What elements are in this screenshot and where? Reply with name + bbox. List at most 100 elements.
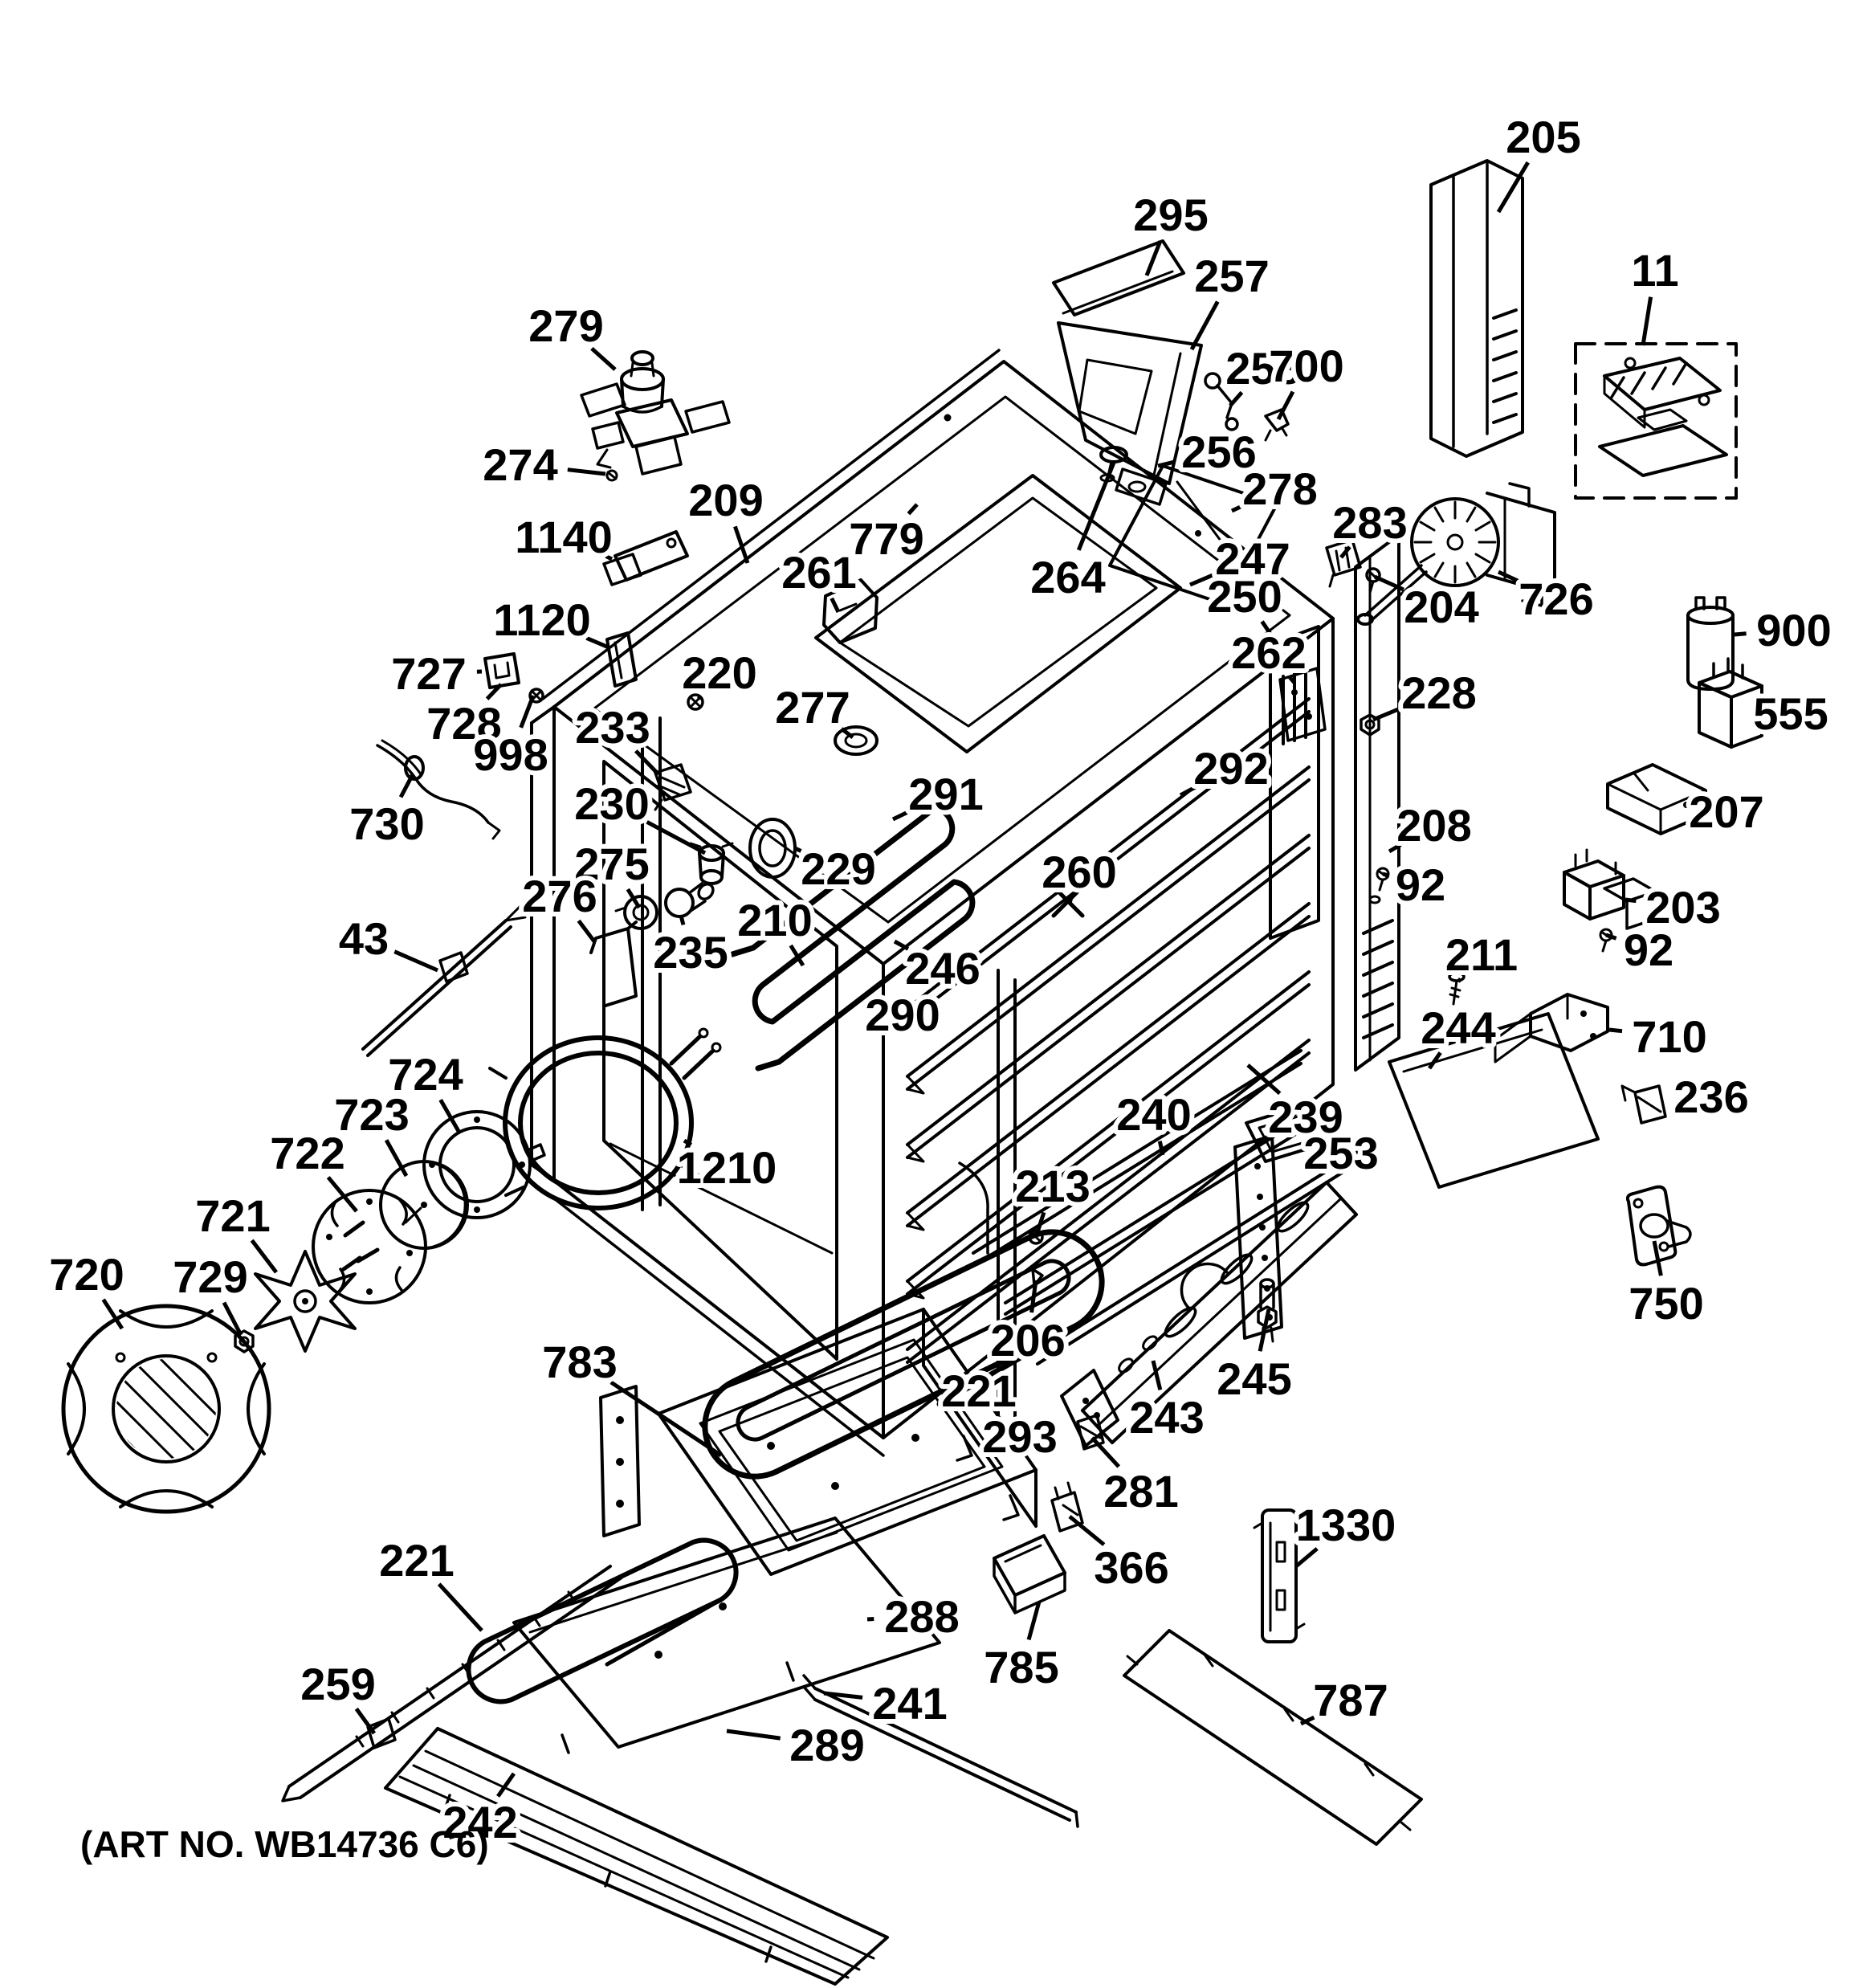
callout-210: 210 bbox=[732, 890, 817, 967]
part-number-label: 274 bbox=[483, 439, 557, 490]
burner-assembly bbox=[1060, 1181, 1358, 1447]
leader-line bbox=[1246, 1063, 1282, 1096]
clip-366 bbox=[1050, 1481, 1084, 1533]
part-number-label: 783 bbox=[542, 1337, 617, 1387]
hex-nut-228 bbox=[1360, 713, 1380, 737]
leader-line bbox=[1427, 1051, 1442, 1070]
callout-241: 241 bbox=[823, 1673, 952, 1733]
part-number-label: 262 bbox=[1231, 627, 1306, 678]
callout-1210: 1210 bbox=[672, 1137, 782, 1198]
part-number-label: 246 bbox=[905, 943, 980, 994]
leader-line bbox=[823, 1691, 863, 1700]
leader-line bbox=[646, 820, 707, 855]
callout-260: 260 bbox=[1037, 842, 1122, 904]
leader-line bbox=[891, 809, 911, 822]
rear-upright-channel bbox=[1269, 625, 1327, 940]
sensor-rod-43 bbox=[361, 904, 527, 1057]
leader-line bbox=[101, 1298, 124, 1330]
callout-720: 720 bbox=[44, 1244, 129, 1330]
latch-bar-1330 bbox=[1253, 1508, 1306, 1643]
leader-line bbox=[1260, 620, 1276, 640]
callout-240: 240 bbox=[1111, 1084, 1196, 1156]
callout-208: 208 bbox=[1388, 795, 1477, 855]
deflector-panel bbox=[1108, 464, 1278, 606]
part-number-label: 722 bbox=[270, 1128, 344, 1178]
callout-1330: 1330 bbox=[1291, 1495, 1400, 1568]
leader-line bbox=[519, 695, 536, 729]
part-number-label: 210 bbox=[737, 895, 812, 945]
part-number-label: 258 bbox=[1225, 343, 1300, 394]
callout-277: 277 bbox=[770, 677, 855, 739]
clip-233 bbox=[654, 763, 692, 811]
callout-247: 247 bbox=[1189, 529, 1295, 589]
callout-727: 727 bbox=[386, 643, 483, 704]
part-number-label: 211 bbox=[1445, 929, 1518, 980]
callout-291: 291 bbox=[891, 764, 989, 824]
part-number-label: 206 bbox=[990, 1315, 1065, 1365]
part-number-label: 278 bbox=[1242, 463, 1317, 514]
part-number-label: 900 bbox=[1756, 605, 1831, 655]
vent-duct-assembly bbox=[1052, 239, 1203, 506]
leader-line bbox=[1605, 933, 1617, 941]
callout-281: 281 bbox=[1090, 1436, 1184, 1521]
part-number-label: 264 bbox=[1030, 552, 1105, 602]
part-number-label: 233 bbox=[575, 702, 650, 753]
callout-366: 366 bbox=[1068, 1515, 1174, 1598]
part-number-label: 256 bbox=[1181, 427, 1256, 477]
part-number-label: 283 bbox=[1332, 497, 1407, 548]
part-number-label: 230 bbox=[574, 778, 649, 829]
part-number-label: 220 bbox=[682, 647, 756, 698]
part-number-label: 261 bbox=[781, 547, 856, 598]
convection-motor-726 bbox=[1356, 482, 1556, 626]
gas-valve-assembly bbox=[580, 350, 731, 482]
leader-line bbox=[398, 773, 415, 798]
junction-box-785 bbox=[993, 1534, 1066, 1614]
callout-279: 279 bbox=[524, 296, 617, 371]
switch-203 bbox=[1563, 848, 1657, 930]
callout-259: 259 bbox=[296, 1654, 381, 1735]
callout-729: 729 bbox=[168, 1247, 253, 1337]
part-number-label: 721 bbox=[195, 1190, 270, 1241]
callout-274: 274 bbox=[478, 435, 606, 495]
part-number-label: 292 bbox=[1193, 743, 1268, 794]
callout-205: 205 bbox=[1496, 107, 1586, 214]
leader-line bbox=[585, 635, 609, 650]
leader-line bbox=[1388, 843, 1402, 854]
callout-295: 295 bbox=[1128, 185, 1213, 276]
leader-line bbox=[1372, 706, 1401, 722]
leader-line bbox=[1608, 1027, 1623, 1034]
leader-line bbox=[1144, 240, 1163, 276]
leader-line bbox=[1229, 390, 1244, 407]
part-number-label: 729 bbox=[173, 1251, 247, 1302]
drawer-assembly bbox=[281, 1517, 1079, 1986]
callout-264: 264 bbox=[1025, 462, 1116, 607]
part-number-label: 204 bbox=[1404, 582, 1478, 632]
clip-281 bbox=[1076, 1414, 1105, 1451]
callout-92: 92 bbox=[1382, 855, 1450, 915]
leader-line bbox=[577, 919, 596, 943]
part-number-label: 726 bbox=[1519, 574, 1593, 624]
callout-256: 256 bbox=[1157, 422, 1262, 482]
leader-line bbox=[609, 1380, 723, 1458]
leader-line bbox=[1652, 1240, 1663, 1276]
callout-245: 245 bbox=[1212, 1308, 1297, 1409]
part-number-label: 242 bbox=[442, 1797, 517, 1847]
callout-779: 779 bbox=[844, 503, 929, 569]
leader-line bbox=[1496, 161, 1530, 214]
part-number-label: 253 bbox=[1303, 1128, 1378, 1178]
base-assembly bbox=[972, 1049, 1367, 1365]
leader-line bbox=[634, 749, 660, 776]
fan-ring-724 bbox=[422, 1110, 546, 1219]
leader-line bbox=[1641, 296, 1653, 346]
clip-727 bbox=[483, 652, 520, 689]
callout-276: 276 bbox=[517, 866, 602, 943]
callout-230: 230 bbox=[569, 774, 707, 855]
part-number-label: 208 bbox=[1396, 800, 1471, 851]
leader-line bbox=[626, 888, 642, 909]
leader-line bbox=[250, 1239, 278, 1274]
fan-blade-721 bbox=[254, 1250, 357, 1353]
part-number-label: 728 bbox=[426, 698, 501, 749]
callout-750: 750 bbox=[1624, 1240, 1709, 1333]
wire-bracket-276 bbox=[589, 921, 638, 1007]
